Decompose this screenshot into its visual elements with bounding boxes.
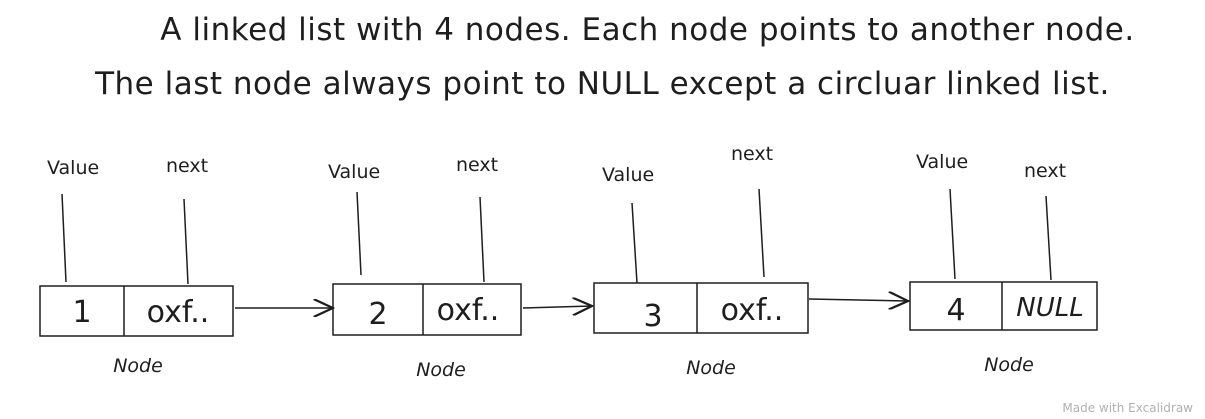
value-label: Value	[916, 151, 968, 173]
next-cell: oxf..	[721, 293, 784, 328]
next-cell: NULL	[1016, 293, 1083, 323]
value-pointer-line	[61, 193, 67, 283]
caption-line-2: The last node always point to NULL excep…	[95, 66, 1110, 102]
next-label: next	[1024, 160, 1066, 182]
node-box	[593, 282, 809, 334]
next-label: next	[456, 154, 498, 176]
value-pointer-line	[949, 188, 956, 280]
next-pointer-line	[1045, 195, 1052, 281]
node-box	[39, 285, 234, 337]
node-4: Value next 4 NULL Node	[909, 151, 1098, 376]
value-cell: 4	[946, 293, 965, 328]
node-label: Node	[984, 354, 1034, 376]
value-cell: 2	[368, 297, 387, 332]
node-label: Node	[113, 355, 163, 377]
value-cell: 3	[643, 299, 662, 334]
value-cell: 1	[72, 295, 91, 330]
node-label: Node	[686, 357, 736, 379]
node-2: Value next 2 oxf.. Node	[328, 154, 522, 381]
node-box	[332, 283, 522, 336]
caption-line-1: A linked list with 4 nodes. Each node po…	[160, 12, 1135, 48]
next-label: next	[166, 155, 208, 177]
value-label: Value	[602, 164, 654, 186]
next-pointer-line	[479, 196, 485, 283]
next-cell: oxf..	[147, 295, 210, 330]
value-pointer-line	[631, 202, 638, 284]
next-cell: oxf..	[437, 293, 500, 328]
arrow-3-to-4	[808, 299, 908, 301]
value-label: Value	[47, 157, 99, 179]
value-pointer-line	[356, 191, 362, 276]
value-label: Value	[328, 161, 380, 183]
node-3: Value next 3 oxf.. Node	[593, 143, 809, 379]
node-label: Node	[416, 359, 466, 381]
node-1: Value next 1 oxf.. Node	[39, 155, 234, 377]
next-pointer-line	[183, 198, 189, 285]
next-pointer-line	[758, 188, 765, 278]
node-box	[909, 281, 1098, 331]
excalidraw-watermark: Made with Excalidraw	[1062, 401, 1193, 415]
next-label: next	[731, 143, 773, 165]
arrow-2-to-3	[522, 306, 592, 308]
